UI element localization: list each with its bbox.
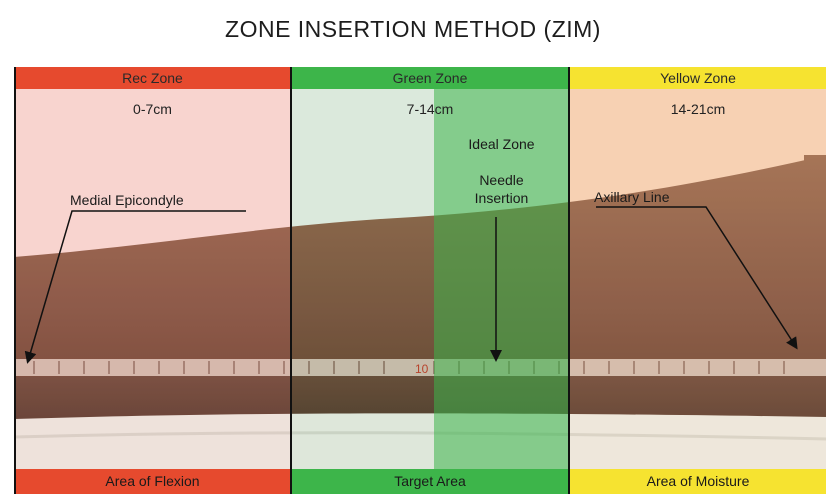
red-zone-footer: Area of Flexion	[14, 469, 291, 494]
diagram-title: ZONE INSERTION METHOD (ZIM)	[0, 16, 826, 43]
yellow-zone-range: 14-21cm	[569, 101, 826, 117]
arm-photo-illustration: 10	[14, 67, 826, 494]
red-zone-range: 0-7cm	[14, 101, 291, 117]
green-zone-range: 7-14cm	[291, 101, 569, 117]
red-zone-header: Rec Zone	[14, 67, 291, 89]
green-zone-header: Green Zone	[291, 67, 569, 89]
yellow-zone-header: Yellow Zone	[569, 67, 826, 89]
red-zone-overlay	[14, 89, 291, 469]
needle-insertion-label: Needle Insertion	[434, 171, 569, 207]
green-zone-footer: Target Area	[291, 469, 569, 494]
zim-diagram: 10 Rec Zone Green Zone Yellow Zone 0-7cm…	[14, 67, 826, 494]
ideal-zone-label: Ideal Zone	[434, 135, 569, 153]
yellow-zone-overlay	[569, 89, 826, 469]
medial-epicondyle-label: Medial Epicondyle	[70, 191, 184, 209]
yellow-zone-footer: Area of Moisture	[569, 469, 826, 494]
axillary-line-label: Axillary Line	[594, 188, 669, 206]
